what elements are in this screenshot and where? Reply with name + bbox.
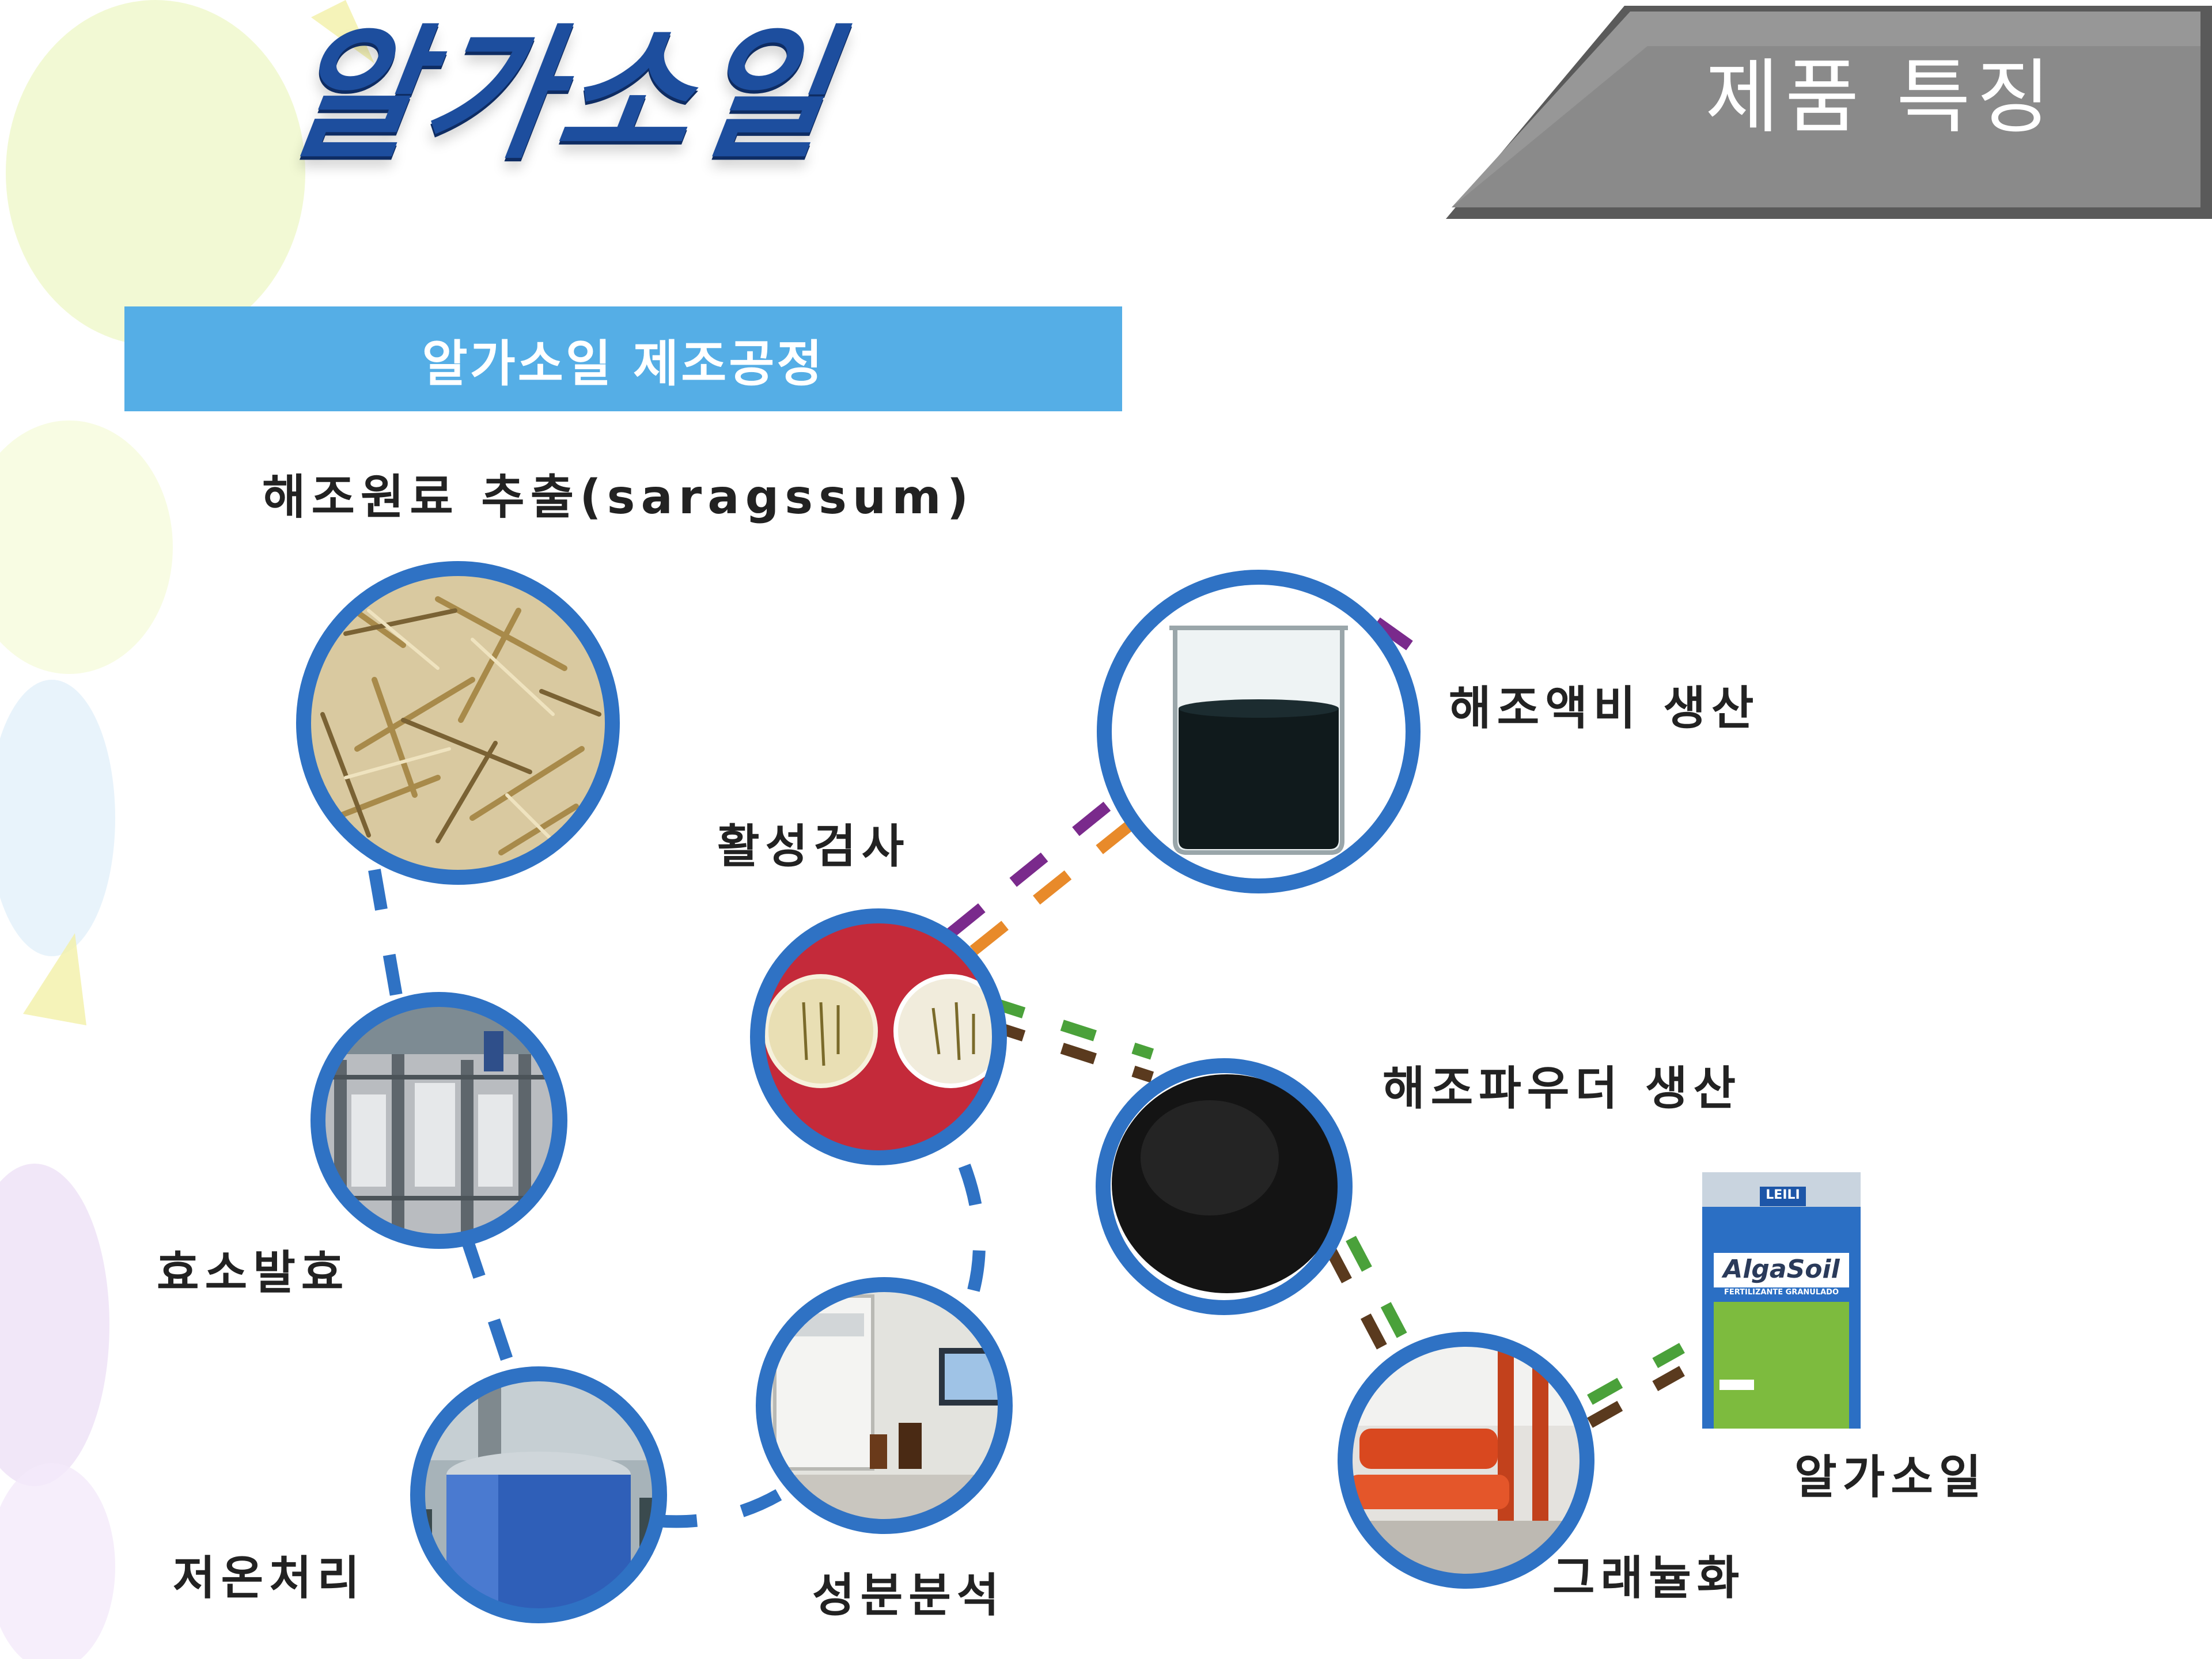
low-temp-tank-photo <box>410 1366 667 1623</box>
connector-granulation-to-product <box>1587 1343 1685 1428</box>
connector-powder-to-granulation <box>1325 1236 1411 1351</box>
connector-fermentation-to-lowtemp <box>460 1236 519 1379</box>
product-bag-subtitle: FERTILIZANTE GRANULADO <box>1724 1288 1839 1297</box>
connector-activity-to-liquid <box>946 617 1421 955</box>
seaweed-raw-photo <box>296 561 620 885</box>
product-bag-brand: LEILI <box>1766 1188 1800 1202</box>
step-label-raw-extraction: 해조원료 추출(saragssum) <box>262 470 975 525</box>
seaweed-powder-photo <box>1096 1058 1353 1315</box>
step-label-fermentation: 효소발효 <box>157 1246 350 1300</box>
step-label-algasoil: 알가소일 <box>1794 1450 1987 1504</box>
lab-analysis-photo <box>756 1277 1013 1534</box>
step-label-activity-test: 활성검사 <box>717 820 910 873</box>
step-label-liquid-production: 해조액비 생산 <box>1449 681 1760 735</box>
connector-raw-to-fermentation <box>368 869 404 1003</box>
process-banner-title: 알가소일 제조공정 <box>422 335 825 393</box>
process-banner <box>124 306 1122 411</box>
step-label-low-temp: 저온처리 <box>173 1551 366 1605</box>
section-badge-label: 제품 특징 <box>1705 51 2056 145</box>
step-label-granulation: 그래뉼화 <box>1552 1551 1745 1605</box>
liquid-fertilizer-beaker-photo <box>1097 570 1421 893</box>
fermentation-plant-photo <box>310 992 567 1249</box>
step-label-analysis: 성분분석 <box>812 1569 1005 1622</box>
granulation-machine-photo <box>1338 1332 1594 1589</box>
algasoil-bag-photo <box>1702 1172 1861 1429</box>
connector-activity-to-powder <box>988 997 1154 1083</box>
product-bag-name: AlgaSoil <box>1723 1255 1840 1284</box>
connector-lowtemp-to-analysis <box>656 1486 787 1528</box>
petri-dish-photo <box>750 908 1007 1165</box>
step-label-powder-production: 해조파우더 생산 <box>1382 1062 1742 1115</box>
section-badge <box>1446 6 2212 219</box>
connector-analysis-to-activity <box>950 1143 986 1292</box>
